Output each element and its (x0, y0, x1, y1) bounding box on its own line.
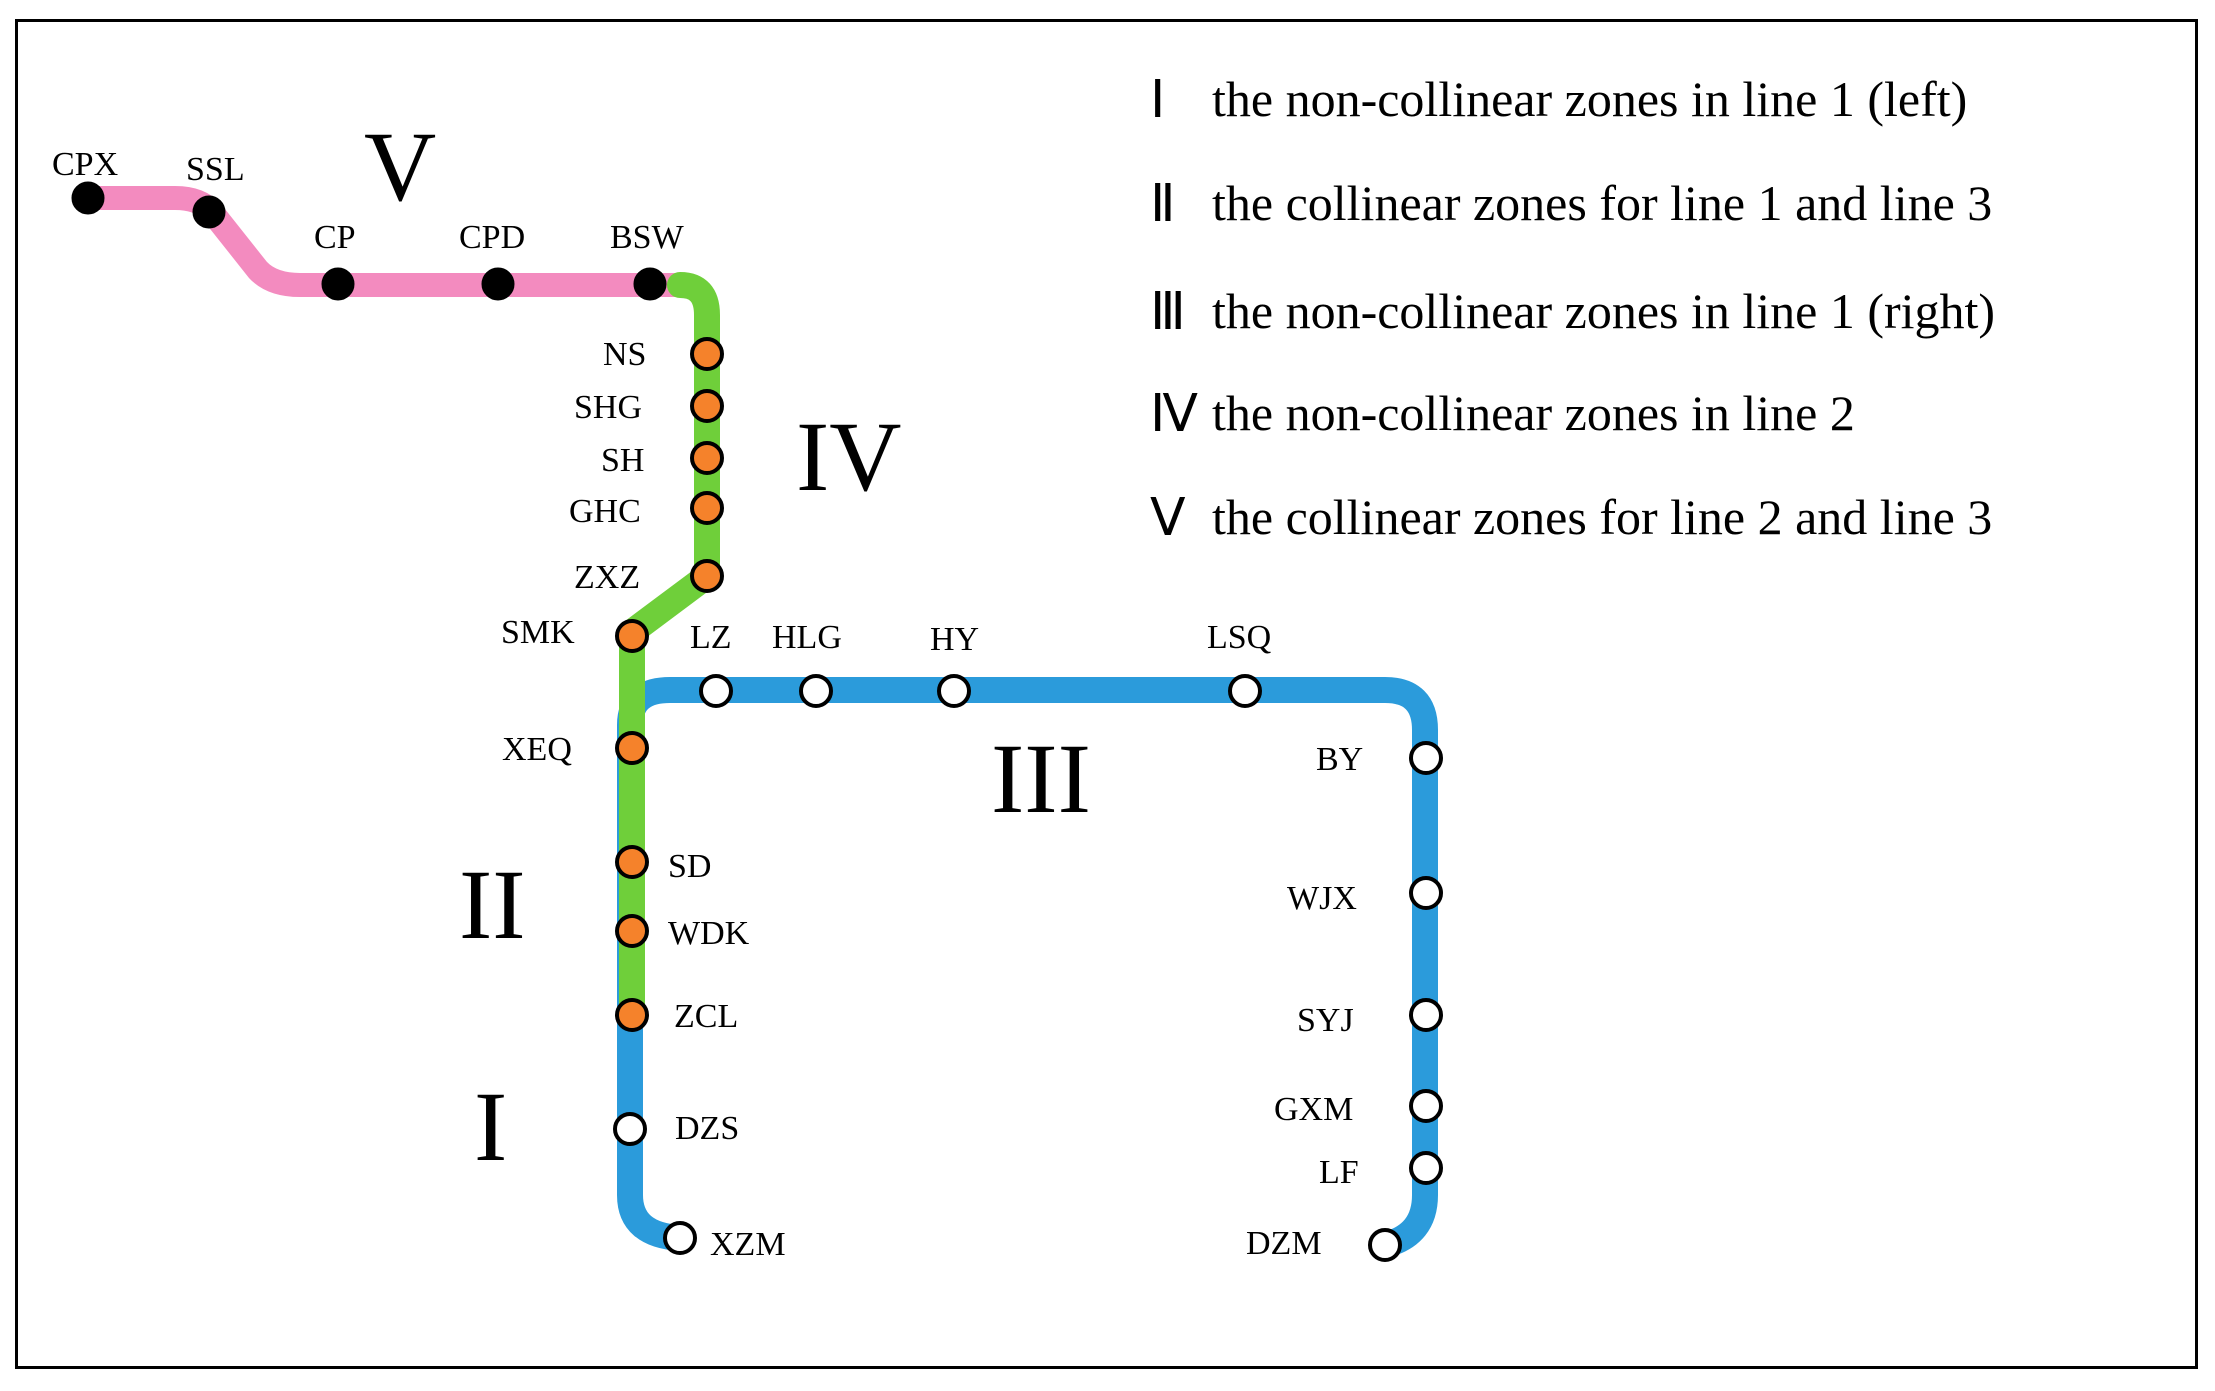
station-label-smk: SMK (501, 614, 575, 651)
station-marker-bsw (633, 267, 667, 301)
station-marker-cpd (481, 267, 515, 301)
legend-text: the non-collinear zones in line 2 (1212, 385, 1855, 441)
station-marker-wdk (615, 914, 649, 948)
station-label-sd: SD (668, 848, 711, 885)
legend-text: the collinear zones for line 2 and line … (1212, 489, 1993, 545)
station-label-dzm: DZM (1246, 1225, 1322, 1262)
station-marker-sh (690, 441, 724, 475)
legend-numeral: Ⅲ (1150, 284, 1186, 341)
zone-label-iv: IV (796, 401, 902, 512)
station-label-ssl: SSL (186, 151, 245, 188)
diagram-frame (15, 19, 2198, 1369)
station-label-cpd: CPD (459, 219, 525, 256)
legend-numeral: Ⅱ (1150, 176, 1176, 233)
station-marker-cp (321, 267, 355, 301)
station-marker-dzs (613, 1112, 647, 1146)
station-label-lz: LZ (690, 619, 732, 656)
line-segment-green (619, 272, 720, 1028)
station-label-gxm: GXM (1274, 1091, 1353, 1128)
station-label-hlg: HLG (772, 619, 842, 656)
legend-text: the non-collinear zones in line 1 (left) (1212, 71, 1968, 127)
station-label-hy: HY (930, 621, 979, 658)
station-label-zxz: ZXZ (574, 559, 640, 596)
station-marker-ssl (192, 195, 226, 229)
station-label-shg: SHG (574, 389, 642, 426)
station-label-ghc: GHC (569, 493, 641, 530)
station-label-bsw: BSW (610, 219, 685, 256)
station-label-cpx: CPX (52, 146, 118, 183)
legend-text: the collinear zones for line 1 and line … (1212, 175, 1993, 231)
station-marker-wjx (1409, 876, 1443, 910)
station-marker-sd (615, 845, 649, 879)
zone-label-ii: II (459, 849, 526, 960)
line-segment-pink (76, 186, 692, 297)
station-label-ns: NS (603, 336, 646, 373)
station-label-sh: SH (601, 442, 644, 479)
legend-numeral: Ⅴ (1150, 490, 1186, 547)
station-label-zcl: ZCL (674, 998, 738, 1035)
zone-label-i: I (474, 1071, 507, 1182)
station-marker-lz (699, 674, 733, 708)
station-label-xeq: XEQ (502, 731, 572, 768)
station-marker-hlg (799, 674, 833, 708)
station-marker-hy (937, 674, 971, 708)
station-label-xzm: XZM (710, 1226, 786, 1263)
station-marker-lf (1409, 1151, 1443, 1185)
station-marker-lsq (1228, 674, 1262, 708)
station-label-by: BY (1316, 741, 1363, 778)
zone-labels: V IV III II I (364, 111, 1091, 1182)
station-marker-cpx (71, 181, 105, 215)
station-marker-xzm (663, 1221, 697, 1255)
station-marker-smk (615, 619, 649, 653)
station-marker-xeq (615, 731, 649, 765)
station-label-dzs: DZS (675, 1110, 739, 1147)
station-marker-syj (1409, 998, 1443, 1032)
station-marker-dzm (1368, 1228, 1402, 1262)
station-label-cp: CP (314, 219, 356, 256)
station-marker-gxm (1409, 1089, 1443, 1123)
station-labels: CPX SSL CP CPD BSW NS SHG SH GHC ZXZ SMK… (52, 146, 1363, 1263)
legend-text: the non-collinear zones in line 1 (right… (1212, 283, 1996, 339)
legend-numeral: Ⅰ (1150, 72, 1166, 129)
station-label-syj: SYJ (1297, 1002, 1354, 1039)
station-marker-zcl (615, 998, 649, 1032)
station-label-lsq: LSQ (1207, 619, 1271, 656)
station-label-wdk: WDK (668, 915, 750, 952)
station-marker-shg (690, 389, 724, 423)
station-marker-by (1409, 741, 1443, 775)
legend-numeral: Ⅳ (1150, 386, 1198, 443)
station-marker-ghc (690, 491, 724, 525)
station-label-wjx: WJX (1287, 880, 1357, 917)
zone-label-iii: III (991, 723, 1091, 834)
station-label-lf: LF (1319, 1154, 1359, 1191)
zone-label-v: V (364, 111, 436, 222)
station-marker-ns (690, 337, 724, 371)
station-marker-zxz (690, 559, 724, 593)
station-markers (71, 181, 1443, 1262)
